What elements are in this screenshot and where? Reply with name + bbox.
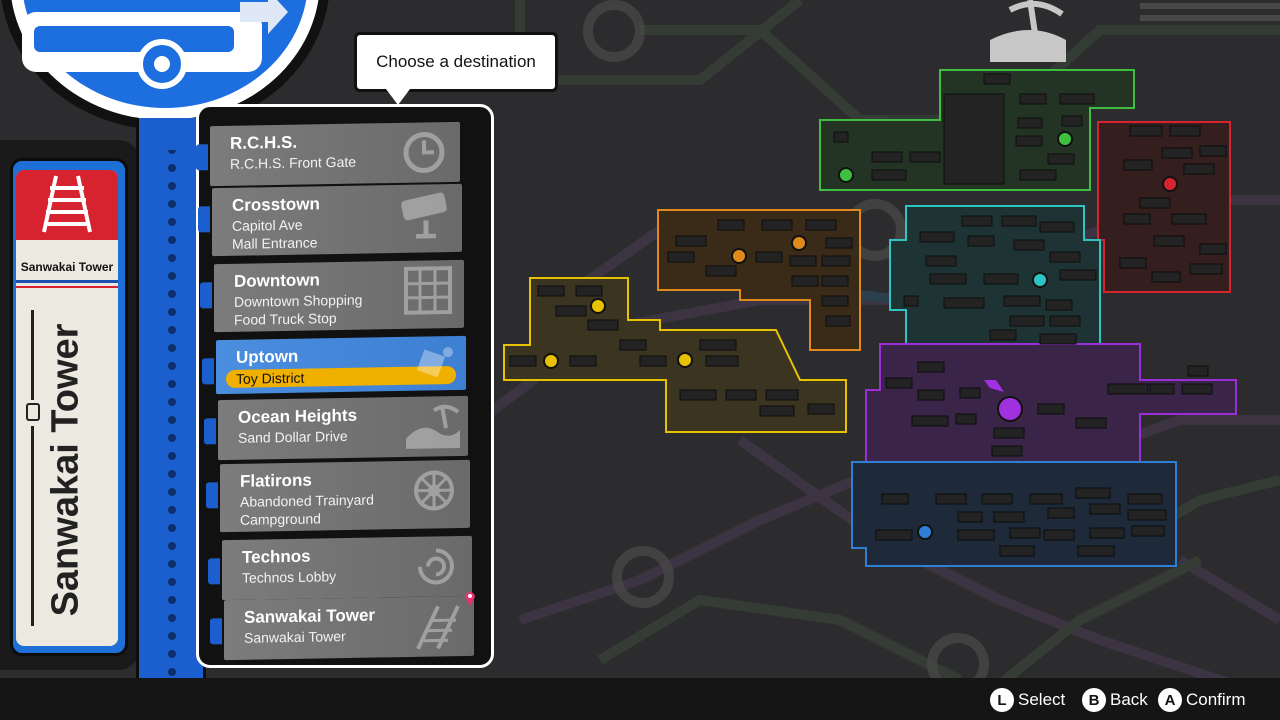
prompt-text: Choose a destination [376,52,536,71]
destination-tab [208,558,220,585]
security-camera-icon [401,192,447,239]
swirl-icon [418,548,454,585]
wave-palm-icon [990,0,1066,62]
current-location-arrow-icon [984,374,1004,392]
control-back[interactable]: B Back [1082,688,1148,712]
prompt-bubble-tail [386,89,410,105]
current-station-vertical-name: Sanwakai Tower [44,323,87,617]
building-icon [404,266,452,315]
district-uptown-north [657,209,861,351]
destination-sanwakai-tower[interactable]: Sanwakai Tower Sanwakai Tower [210,595,474,661]
destination-tab [210,618,222,645]
a-button-icon: A [1158,688,1182,712]
divider-red [16,286,118,288]
rail-dots [168,150,176,710]
destination-rchs[interactable]: R.C.H.S. R.C.H.S. Front Gate [196,121,460,187]
destination-tab [202,358,214,385]
b-button-icon: B [1082,688,1106,712]
current-station-card: Sanwakai Tower Sanwakai Tower [16,170,118,646]
wave-palm-icon [406,404,460,449]
destination-uptown[interactable]: Uptown Toy District [202,335,466,395]
destination-crosstown[interactable]: Crosstown Capitol Ave Mall Entrance [198,183,462,257]
bus-side-icon [26,310,40,626]
control-select[interactable]: L Select [990,688,1065,712]
destination-downtown[interactable]: Downtown Downtown Shopping Food Truck St… [200,259,464,333]
district-uptown-west [503,277,847,433]
destination-technos[interactable]: Technos Technos Lobby [208,535,472,601]
toy-icon [416,347,453,378]
control-confirm[interactable]: A Confirm [1158,688,1246,712]
destination-tab [206,482,218,509]
destination-tab [196,144,208,171]
bus-icon [22,0,308,108]
destination-tab [204,418,216,445]
destination-ocean-heights[interactable]: Ocean Heights Sand Dollar Drive [204,395,468,461]
location-pin-icon [465,592,475,606]
clock-icon [403,131,445,173]
rail-track-icon [416,605,460,650]
control-hint-bar [0,678,1280,720]
rail-track-icon [42,175,92,233]
station-header [16,170,118,240]
l-button-icon: L [990,688,1014,712]
control-label: Back [1110,690,1148,709]
divider-blue [16,280,118,283]
control-label: Confirm [1186,690,1246,709]
prompt-bubble: Choose a destination [354,32,558,92]
destination-tab [200,282,212,309]
destination-flatirons[interactable]: Flatirons Abandoned Trainyard Campground [206,459,470,533]
control-label: Select [1018,690,1066,709]
wheel-icon [414,470,454,511]
destination-tab [198,206,210,233]
current-station-small-label: Sanwakai Tower [20,260,114,274]
